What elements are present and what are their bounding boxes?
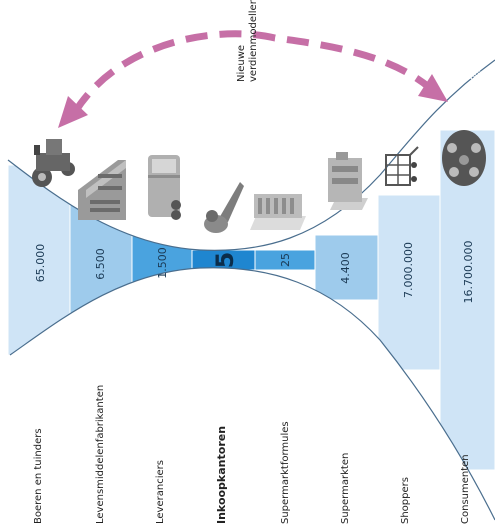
stage-count-4: 5	[211, 252, 239, 269]
tractor-icon	[32, 139, 75, 187]
annotation-line1: Nieuwe	[236, 45, 247, 82]
stage-count-8: 16.700.000	[462, 241, 475, 304]
arrow-head-right	[418, 74, 448, 102]
funnel-bottom-mask	[0, 267, 495, 531]
stage-label-6: Supermarkten	[340, 453, 351, 524]
stage-label-3: Leveranciers	[155, 460, 166, 524]
stage-label-5: Supermarktformules	[280, 421, 291, 524]
stage-label-4: Inkoopkantoren	[215, 426, 228, 524]
stage-count-7: 7.000.000	[402, 242, 415, 298]
office-building-icon	[250, 194, 306, 230]
funnel-bottom-curve	[9, 267, 495, 521]
stage-count-5: 25	[279, 253, 292, 267]
stage-label-1: Boeren en tuinders	[33, 428, 44, 524]
stage-counts: 65.000 6.500 1.500 5 25 4.400 7.000.000 16.700.…	[34, 241, 475, 304]
stage-label-8: Consumenten	[460, 454, 471, 524]
consumers-icon	[442, 130, 486, 186]
shopping-cart-icon	[385, 146, 419, 186]
buyer-person-icon	[204, 182, 244, 233]
double-arrow	[58, 30, 448, 128]
funnel-band-7	[377, 194, 441, 371]
stage-label-2: Levensmiddelenfabrikanten	[95, 385, 106, 524]
factory-icon	[78, 160, 126, 220]
stage-labels: Boeren en tuinders Levensmiddelenfabrikan…	[33, 385, 471, 524]
supermarket-icon	[328, 152, 368, 210]
funnel-band-8	[439, 129, 495, 471]
stage-count-1: 65.000	[34, 244, 47, 283]
stage-count-2: 6.500	[94, 248, 107, 280]
truck-icon	[148, 155, 181, 220]
stage-count-6: 4.400	[339, 252, 352, 284]
annotation-line2: verdienmodellen	[248, 0, 259, 82]
arrow-head-left	[58, 96, 88, 128]
stage-label-7: Shoppers	[400, 477, 411, 524]
stage-count-3: 1.500	[156, 247, 169, 279]
